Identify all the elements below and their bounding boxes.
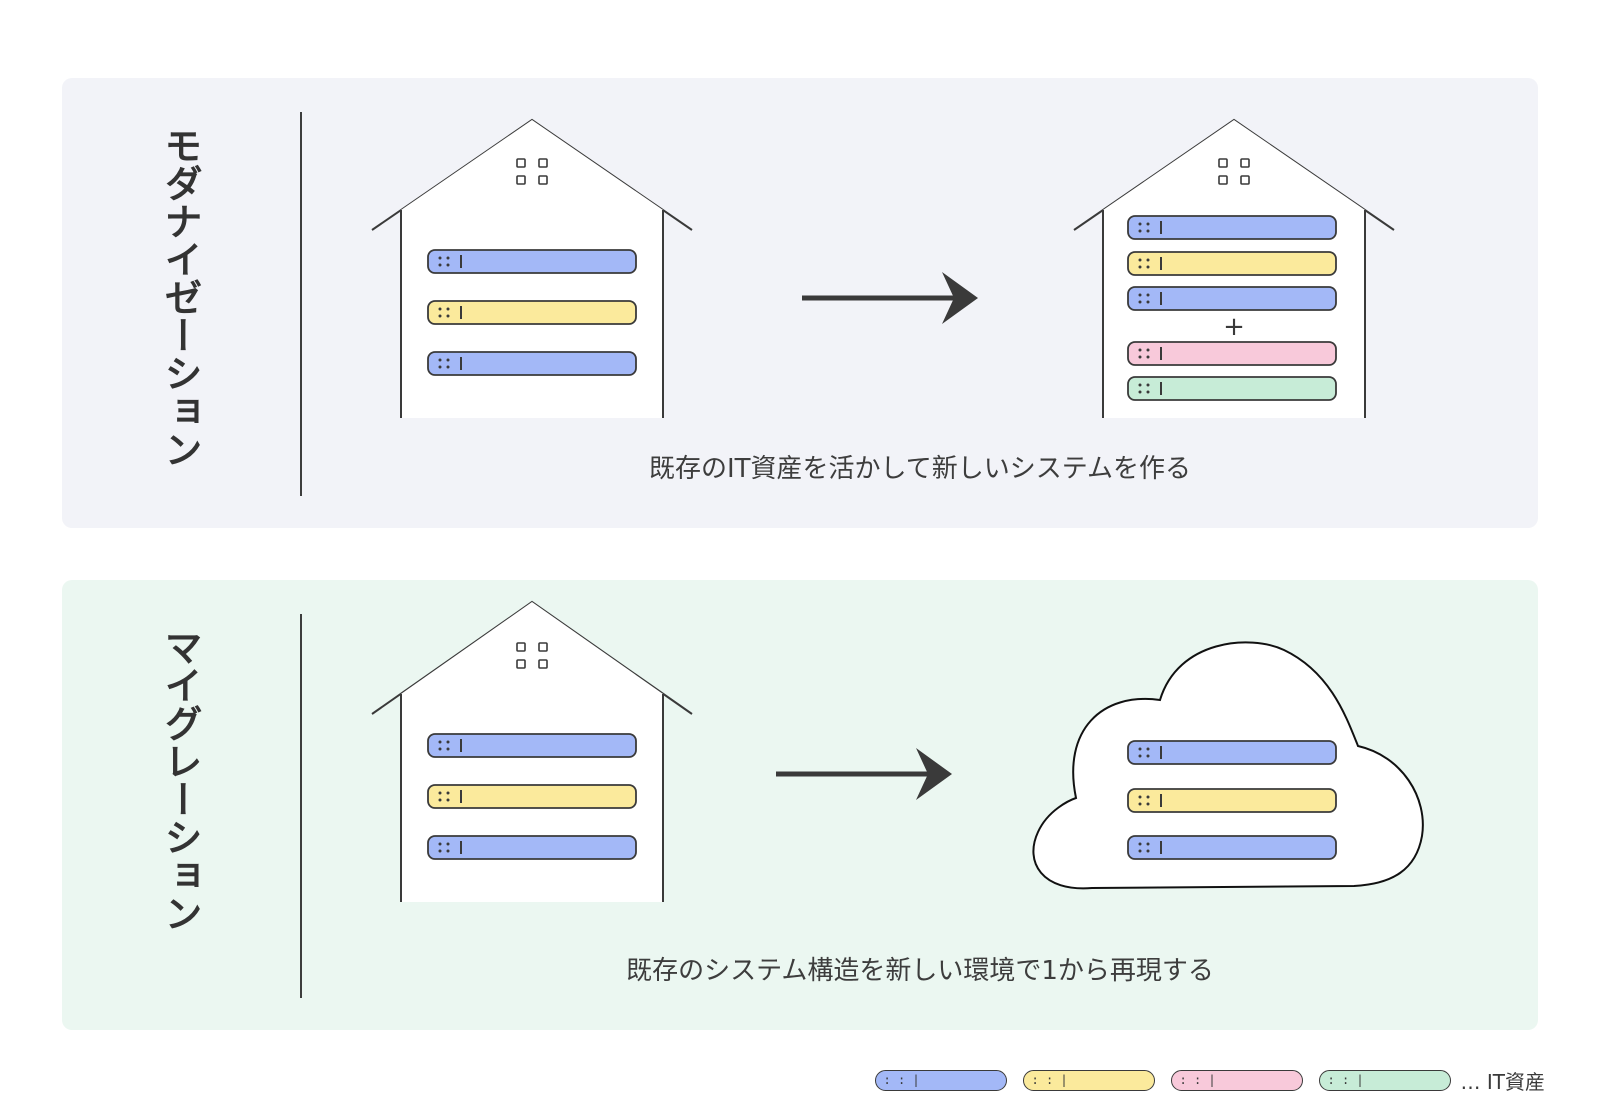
server-bar-icon bbox=[427, 733, 637, 758]
server-bar-icon bbox=[1127, 341, 1337, 366]
legend-bar-yellow: : : | bbox=[1022, 1070, 1155, 1091]
legend-bar-blue: : : | bbox=[874, 1070, 1007, 1091]
window-icon bbox=[1218, 158, 1250, 185]
server-bar-icon bbox=[1127, 286, 1337, 311]
server-bar-icon bbox=[427, 249, 637, 274]
modernization-title: モダナイゼーション bbox=[158, 126, 202, 468]
legend-bar-green: : : | bbox=[1318, 1070, 1451, 1091]
server-bar-icon bbox=[1127, 740, 1337, 765]
migration-panel: マイグレーション 既存のシステム構造を新しい環境で1から再現する bbox=[62, 580, 1538, 1030]
server-bar-icon bbox=[1127, 251, 1337, 276]
modernization-caption: 既存のIT資産を活かして新しいシステムを作る bbox=[649, 454, 1191, 484]
arrow-right-icon bbox=[776, 748, 952, 800]
arrow-right-icon bbox=[802, 272, 978, 324]
modernization-panel: モダナイゼーション bbox=[62, 78, 1538, 528]
divider bbox=[300, 614, 302, 998]
server-bar-icon bbox=[1127, 215, 1337, 240]
window-icon bbox=[516, 158, 548, 185]
plus-sign: + bbox=[1223, 312, 1245, 342]
cloud-icon bbox=[1032, 641, 1424, 890]
divider bbox=[300, 112, 302, 496]
legend: : : | : : | : : | : : | … IT資産 bbox=[859, 1066, 1545, 1095]
server-bar-icon bbox=[1127, 376, 1337, 401]
server-bar-icon bbox=[427, 784, 637, 809]
server-bar-icon: : : | bbox=[883, 1073, 920, 1087]
server-bar-icon bbox=[1127, 788, 1337, 813]
server-bar-icon: : : | bbox=[1179, 1073, 1216, 1087]
server-bar-icon: : : | bbox=[1031, 1073, 1068, 1087]
window-icon bbox=[516, 642, 548, 669]
server-bar-icon bbox=[427, 300, 637, 325]
server-bar-icon: : : | bbox=[1327, 1073, 1364, 1087]
server-bar-icon bbox=[427, 351, 637, 376]
server-bar-icon bbox=[427, 835, 637, 860]
migration-diagram bbox=[371, 600, 1424, 902]
modernization-diagram: + bbox=[371, 118, 1395, 418]
legend-label: … IT資産 bbox=[1460, 1070, 1545, 1094]
migration-title: マイグレーション bbox=[158, 628, 202, 932]
legend-bar-pink: : : | bbox=[1170, 1070, 1303, 1091]
migration-caption: 既存のシステム構造を新しい環境で1から再現する bbox=[626, 956, 1214, 986]
server-bar-icon bbox=[1127, 835, 1337, 860]
